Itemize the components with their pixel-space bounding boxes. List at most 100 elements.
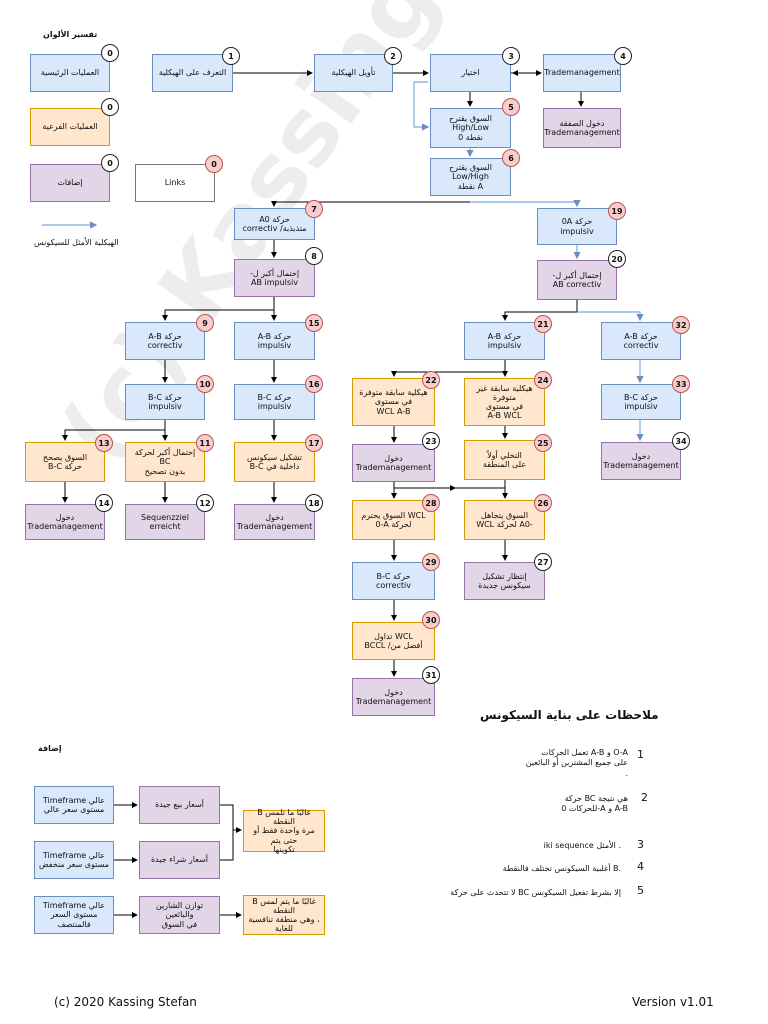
badge-28: 28 [422,494,440,512]
badge-9: 9 [196,314,214,332]
addition-b2-text: Timeframe عالي مستوى سعر منخفض [38,850,109,869]
badge-25: 25 [534,434,552,452]
badge-3: 3 [502,47,520,65]
node-ab-correctiv-left: A-B حركة correctiv [125,322,205,360]
badge-30: 30 [422,611,440,629]
node-enter-trade-23: دخول Trademanagement [352,444,435,482]
node-enter-trade-14: دخول Trademanagement [25,504,105,540]
node-29-text: B-C حركة correctiv [376,571,411,590]
legend-sub-badge: 0 [101,98,119,116]
legend-arrow-label: الهيكلية الأمثل للسيكونس [34,238,119,247]
node-11-text: إحتمال أكبر لحركة BC بدون تصحيح [134,448,196,476]
node-bc-impulsiv-mid: B-C حركة impulsiv [234,384,315,420]
node-19-text: 0A حركة impulsiv [560,217,594,236]
badge-2: 2 [384,47,402,65]
badge-26: 26 [534,494,552,512]
badge-18: 18 [305,494,323,512]
node-inner-sequence: تشكيل سيكونس B-C داخلية في [234,442,315,482]
node-selection: اختيار [430,54,511,92]
node-identify-structure: التعرف على الهيكلية [152,54,233,92]
badge-6: 6 [502,149,520,167]
node-prior-structure-available: هيكلية سابقة متوفرة في مستوى WCL A-B [352,378,435,426]
badge-19: 19 [608,202,626,220]
node-30-text: تداول WCL BCCL /أفضل من [364,631,423,650]
addition-b1-text: Timeframe عالي مستوى سعر عالي [42,795,106,814]
note-5-number: 5 [637,884,644,897]
addition-b3-text: Timeframe عالي مستوى السعر فالمنتصف [42,901,106,929]
legend-main-badge: 0 [101,44,119,62]
badge-7: 7 [305,200,323,218]
note-1-text: تعمل الحركات A-B و O-A على جميع المشترين… [525,748,628,778]
legend-links: Links [135,164,215,202]
node-prior-structure-missing: هيكلية سابقة غير متوفرة في مستوى A-B WCL [464,378,545,426]
note-2-number: 2 [641,791,648,804]
note-4-text: أغلبية السيكونس تختلف فالنقطة B. [502,864,621,873]
node-bc-impulsiv-far-right: B-C حركة impulsiv [601,384,681,420]
node-5-text: السوق يقترح High/Low نقطة 0 [449,114,492,142]
badge-4: 4 [614,47,632,65]
badge-21: 21 [534,315,552,333]
node-4b-text: دخول الصفقة Trademanagement [544,118,620,137]
badge-32: 32 [672,316,690,334]
badge-1: 1 [222,47,240,65]
node-market-ignores-wcl: السوق يتجاهل WCL لحركة A0- [464,500,545,540]
note-2-text: حركة BC هي نتيجة للحركات 0-A و A-B [561,794,628,814]
node-22-text: هيكلية سابقة متوفرة في مستوى WCL A-B [359,388,428,416]
node-ab-correctiv-far-right: A-B حركة correctiv [601,322,681,360]
badge-23: 23 [422,432,440,450]
node-enter-trade-31: دخول Trademanagement [352,678,435,716]
note-4-number: 4 [637,860,644,873]
node-ab-impulsiv-probability: -إحتمال أكبر ل AB impulsiv [234,259,315,297]
legend-main-label: العمليات الرئيسية [40,68,100,78]
legend-links-badge: 0 [205,155,223,173]
badge-20: 20 [608,250,626,268]
addition-good-sell-prices: أسعار بيع جيدة [139,786,220,824]
node-26-text: السوق يتجاهل WCL لحركة A0- [476,510,533,529]
node-32-text: A-B حركة correctiv [623,331,659,350]
badge-24: 24 [534,371,552,389]
node-9-text: A-B حركة correctiv [147,331,183,350]
node-17-text: تشكيل سيكونس B-C داخلية في [247,452,302,471]
legend-sub-process: العمليات الفرعية [30,108,110,146]
node-6-text: السوق يقترح Low/High نقطة A [449,163,492,191]
badge-16: 16 [305,375,323,393]
note-3-text: iki sequence الأمثل . [543,841,621,850]
addition-b-competitive-zone: B غالبًا ما يتم لمس النقطة وهي منطقة تنا… [243,895,325,935]
addition-b-touched-once: B غالبًا ما تلمس النقطة مرة واحدة فقط أو… [243,808,325,854]
badge-12: 12 [196,494,214,512]
node-16-text: B-C حركة impulsiv [257,392,292,411]
node-market-suggests-0: السوق يقترح High/Low نقطة 0 [430,108,511,148]
badge-22: 22 [422,371,440,389]
node-0a-impulsiv: 0A حركة impulsiv [537,208,617,245]
node-12-text: Sequenzziel erreicht [141,512,189,531]
node-28-text: السوق يحترم WCL 0-A لحركة [361,510,426,529]
addition-good-buy-prices: أسعار شراء جيدة [139,841,220,879]
badge-34: 34 [672,432,690,450]
footer-version: Version v1.01 [632,995,714,1009]
badge-5: 5 [502,98,520,116]
node-market-suggests-a: السوق يقترح Low/High نقطة A [430,158,511,196]
node-ab-impulsiv-mid: A-B حركة impulsiv [234,322,315,360]
node-market-respects-wcl: السوق يحترم WCL 0-A لحركة [352,500,435,540]
note-5-text: لا تتحدث على حركة BC إلا بشرط تفعيل السي… [450,888,621,897]
node-15-text: A-B حركة impulsiv [257,331,292,350]
badge-10: 10 [196,375,214,393]
legend-extra-badge: 0 [101,154,119,172]
note-1-number: 1 [637,748,644,761]
node-sequenzziel: Sequenzziel erreicht [125,504,205,540]
node-ab-impulsiv-right: A-B حركة impulsiv [464,322,545,360]
addition-high-price: Timeframe عالي مستوى سعر عالي [34,786,114,824]
node-abandon-zone: التخلي أولاً على المنطقة [464,440,545,480]
node-34-text: دخول Trademanagement [603,451,679,470]
legend-extra: إضافات [30,164,110,202]
addition-low-price: Timeframe عالي مستوى سعر منخفض [34,841,114,879]
node-trade-wcl: تداول WCL BCCL /أفضل من [352,622,435,660]
node-wait-new-sequence: إنتظار تشكيل سيكونس جديدة [464,562,545,600]
node-21-text: A-B حركة impulsiv [487,331,522,350]
node-10-text: B-C حركة impulsiv [148,392,182,411]
node-25-text: التخلي أولاً على المنطقة [482,450,527,469]
badge-8: 8 [305,247,323,265]
node-13-text: السوق يصحح B-C حركة [42,452,88,471]
footer-copyright: (c) 2020 Kassing Stefan [54,995,197,1009]
